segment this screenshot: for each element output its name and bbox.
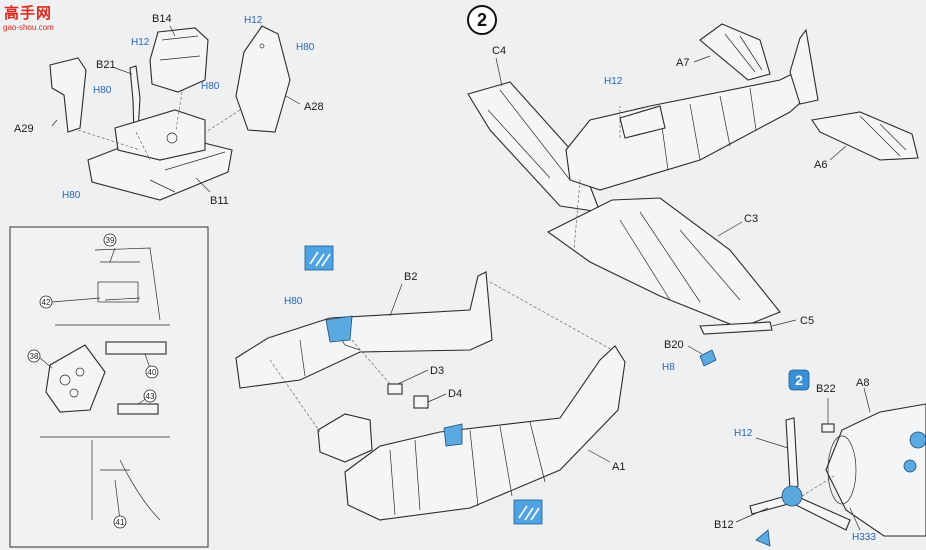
sub-step-number: 2 bbox=[795, 372, 803, 388]
paint-h12-armor: H12 bbox=[244, 15, 263, 26]
label-b12: B12 bbox=[714, 519, 734, 531]
paint-h8-gear: H8 bbox=[662, 362, 675, 373]
engine-assembly bbox=[735, 387, 926, 547]
label-a7: A7 bbox=[676, 57, 689, 69]
part-a7 bbox=[699, 23, 771, 81]
part-a29 bbox=[49, 57, 87, 133]
part-b20 bbox=[699, 349, 717, 367]
propeller-hub bbox=[781, 485, 803, 507]
part-b12 bbox=[785, 417, 799, 491]
part-c5 bbox=[699, 321, 773, 335]
paint-h80-seat: H80 bbox=[201, 81, 220, 92]
canopy bbox=[619, 105, 666, 139]
part-b2 bbox=[235, 271, 493, 389]
label-a6: A6 bbox=[814, 159, 827, 171]
tail-fin bbox=[789, 28, 819, 105]
label-b11: B11 bbox=[210, 195, 229, 207]
callout-40: 40 bbox=[148, 368, 157, 377]
label-a28: A28 bbox=[304, 101, 324, 113]
label-b14: B14 bbox=[152, 13, 172, 25]
label-b20: B20 bbox=[664, 339, 684, 351]
part-a6 bbox=[811, 111, 919, 161]
decal-inset-box bbox=[9, 226, 209, 548]
paint-reference-icon bbox=[304, 245, 334, 271]
paint-h333-cowl: H333 bbox=[852, 532, 876, 543]
callout-39: 39 bbox=[106, 236, 115, 245]
label-c5: C5 bbox=[800, 315, 814, 327]
label-a8: A8 bbox=[856, 377, 869, 389]
watermark-title: 高手网 bbox=[4, 4, 53, 22]
callout-42: 42 bbox=[42, 298, 51, 307]
floor-detail bbox=[117, 403, 159, 415]
part-c3 bbox=[546, 197, 781, 329]
engine-detail bbox=[909, 431, 926, 449]
part-d3 bbox=[387, 383, 403, 395]
label-c4: C4 bbox=[492, 45, 506, 57]
paint-area-b2 bbox=[325, 315, 353, 343]
paint-h80-fuselage: H80 bbox=[284, 296, 303, 307]
paint-h12-canopy: H12 bbox=[604, 76, 623, 87]
paint-area-a1 bbox=[443, 423, 463, 447]
part-b22 bbox=[821, 423, 835, 433]
paint-h80-armor: H80 bbox=[296, 42, 315, 53]
step-number-badge: 2 bbox=[467, 5, 497, 35]
side-console bbox=[105, 341, 167, 355]
label-d3: D3 bbox=[430, 365, 444, 377]
instrument-panel bbox=[45, 344, 106, 413]
assembled-fuselage bbox=[565, 69, 813, 191]
label-b2: B2 bbox=[404, 271, 417, 283]
seat-mount bbox=[317, 413, 373, 463]
part-a8 bbox=[825, 403, 926, 537]
label-c3: C3 bbox=[744, 213, 758, 225]
paint-h12-prop: H12 bbox=[734, 428, 753, 439]
callout-43: 43 bbox=[146, 392, 155, 401]
label-a1: A1 bbox=[612, 461, 625, 473]
wing-assembly bbox=[467, 23, 919, 367]
fuselage-assembly bbox=[235, 271, 626, 521]
watermark-url: gao-shou.com bbox=[3, 23, 54, 32]
part-a1 bbox=[344, 345, 626, 521]
paint-h80-floor: H80 bbox=[62, 190, 81, 201]
cockpit-tub bbox=[114, 109, 206, 161]
part-d4 bbox=[413, 395, 429, 409]
part-a28 bbox=[235, 25, 291, 133]
cockpit-assembly bbox=[49, 25, 301, 201]
label-a29: A29 bbox=[14, 123, 34, 135]
label-b22: B22 bbox=[816, 383, 836, 395]
label-b21: B21 bbox=[96, 59, 116, 71]
sub-step-badge bbox=[788, 369, 810, 391]
paint-h80-stick: H80 bbox=[93, 85, 112, 96]
callout-41: 41 bbox=[116, 518, 125, 527]
callout-38: 38 bbox=[30, 352, 39, 361]
part-b14 bbox=[149, 27, 209, 93]
label-d4: D4 bbox=[448, 388, 462, 400]
paint-reference-icon bbox=[513, 499, 543, 525]
watermark-logo: 高手网 gao-shou.com bbox=[0, 0, 70, 36]
paint-h12-stick: H12 bbox=[131, 37, 150, 48]
